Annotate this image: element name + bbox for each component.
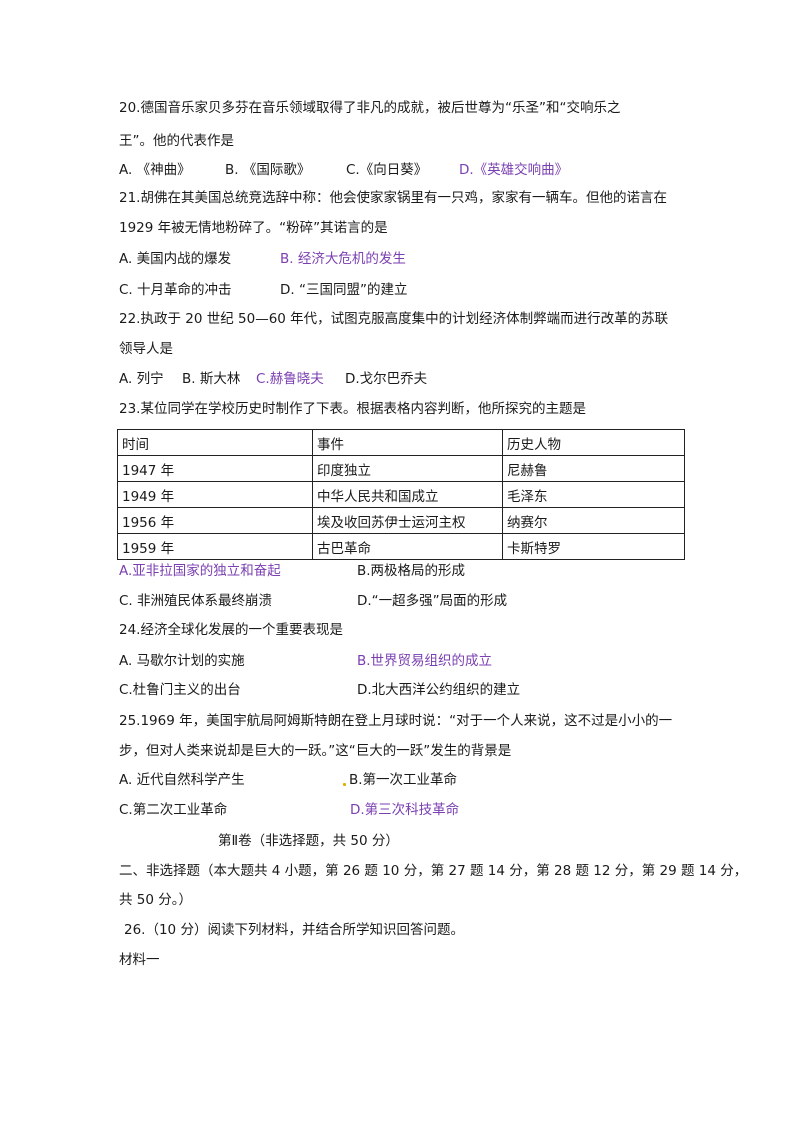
- q22-option-d: D.戈尔巴乔夫: [345, 371, 428, 387]
- q20-option-d-answer: D.《英雄交响曲》: [459, 162, 569, 178]
- table-header-row: 时间 事件 历史人物: [117, 429, 685, 456]
- table-row: 1947 年 印度独立 尼赫鲁: [117, 455, 685, 482]
- q21-stem-line2: 1929 年被无情地粉碎了。“粉碎”其诺言的是: [119, 220, 388, 236]
- q26-stem: 26.（10 分）阅读下列材料，并结合所学知识回答问题。: [124, 922, 464, 938]
- q25-option-d-answer: D.第三次科技革命: [350, 802, 460, 818]
- section2-title: 第Ⅱ卷（非选择题，共 50 分）: [218, 833, 399, 849]
- q22-stem-line2: 领导人是: [119, 341, 173, 357]
- q24-option-d: D.北大西洋公约组织的建立: [357, 682, 521, 698]
- q23-stem: 23.某位同学在学校历史时制作了下表。根据表格内容判断，他所探究的主题是: [119, 401, 586, 417]
- table-cell: 卡斯特罗: [502, 533, 685, 560]
- table-cell: 尼赫鲁: [502, 455, 685, 482]
- q20-option-b: B. 《国际歌》: [225, 162, 311, 178]
- table-cell: 埃及收回苏伊士运河主权: [312, 507, 503, 534]
- q22-option-a: A. 列宁: [119, 371, 164, 387]
- table-row: 1956 年 埃及收回苏伊士运河主权 纳赛尔: [117, 507, 685, 534]
- q24-option-c: C.杜鲁门主义的出台: [119, 682, 241, 698]
- table-cell: 1949 年: [117, 481, 313, 508]
- q22-option-b: B. 斯大林: [182, 371, 241, 387]
- q25-stem-line1: 25.1969 年，美国宇航局阿姆斯特朗在登上月球时说：“对于一个人来说，这不过…: [119, 713, 673, 729]
- q20-option-a: A. 《神曲》: [119, 162, 191, 178]
- q24-option-a: A. 马歇尔计划的实施: [119, 653, 245, 669]
- q23-option-b: B.两极格局的形成: [357, 563, 466, 579]
- table-header-cell: 时间: [117, 429, 313, 456]
- section2-instructions-line2: 共 50 分。）: [119, 892, 193, 908]
- q22-option-c-answer: C.赫鲁晓夫: [256, 371, 324, 387]
- q20-stem-line1: 20.德国音乐家贝多芬在音乐领域取得了非凡的成就，被后世尊为“乐圣”和“交响乐之: [119, 100, 621, 116]
- table-cell: 印度独立: [312, 455, 503, 482]
- table-header-cell: 事件: [312, 429, 503, 456]
- table-cell: 毛泽东: [502, 481, 685, 508]
- q21-option-c: C. 十月革命的冲击: [119, 282, 232, 298]
- history-table: 时间 事件 历史人物 1947 年 印度独立 尼赫鲁 1949 年 中华人民共和…: [117, 429, 685, 560]
- q21-option-b-answer: B. 经济大危机的发生: [280, 251, 406, 267]
- table-cell: 1959 年: [117, 533, 313, 560]
- q25-option-a: A. 近代自然科学产生: [119, 772, 245, 788]
- table-cell: 纳赛尔: [502, 507, 685, 534]
- q25-option-b: B.第一次工业革命: [349, 772, 458, 788]
- q26-material-label: 材料一: [119, 952, 160, 968]
- q25-option-c: C.第二次工业革命: [119, 802, 228, 818]
- q21-option-a: A. 美国内战的爆发: [119, 251, 232, 267]
- table-header-cell: 历史人物: [502, 429, 685, 456]
- q24-stem: 24.经济全球化发展的一个重要表现是: [119, 622, 343, 638]
- table-cell: 1947 年: [117, 455, 313, 482]
- q23-option-a-answer: A.亚非拉国家的独立和奋起: [119, 563, 281, 579]
- section2-instructions-line1: 二、非选择题（本大题共 4 小题，第 26 题 10 分，第 27 题 14 分…: [119, 863, 748, 879]
- q23-option-c: C. 非洲殖民体系最终崩溃: [119, 593, 273, 609]
- q23-option-d: D.“一超多强”局面的形成: [357, 593, 508, 609]
- q21-option-d: D. “三国同盟”的建立: [280, 282, 408, 298]
- stray-mark: [343, 783, 346, 786]
- q20-stem-line2: 王”。他的代表作是: [119, 133, 234, 149]
- q24-option-b-answer: B.世界贸易组织的成立: [357, 653, 493, 669]
- q21-stem-line1: 21.胡佛在其美国总统竞选辞中称：他会使家家锅里有一只鸡，家家有一辆车。但他的诺…: [119, 190, 667, 206]
- q22-stem-line1: 22.执政于 20 世纪 50—60 年代，试图克服高度集中的计划经济体制弊端而…: [119, 311, 669, 327]
- table-cell: 古巴革命: [312, 533, 503, 560]
- q20-option-c: C.《向日葵》: [346, 162, 428, 178]
- table-row: 1959 年 古巴革命 卡斯特罗: [117, 533, 685, 560]
- table-cell: 1956 年: [117, 507, 313, 534]
- q25-stem-line2: 步，但对人类来说却是巨大的一跃。”这“巨大的一跃”发生的背景是: [119, 743, 512, 759]
- table-cell: 中华人民共和国成立: [312, 481, 503, 508]
- table-row: 1949 年 中华人民共和国成立 毛泽东: [117, 481, 685, 508]
